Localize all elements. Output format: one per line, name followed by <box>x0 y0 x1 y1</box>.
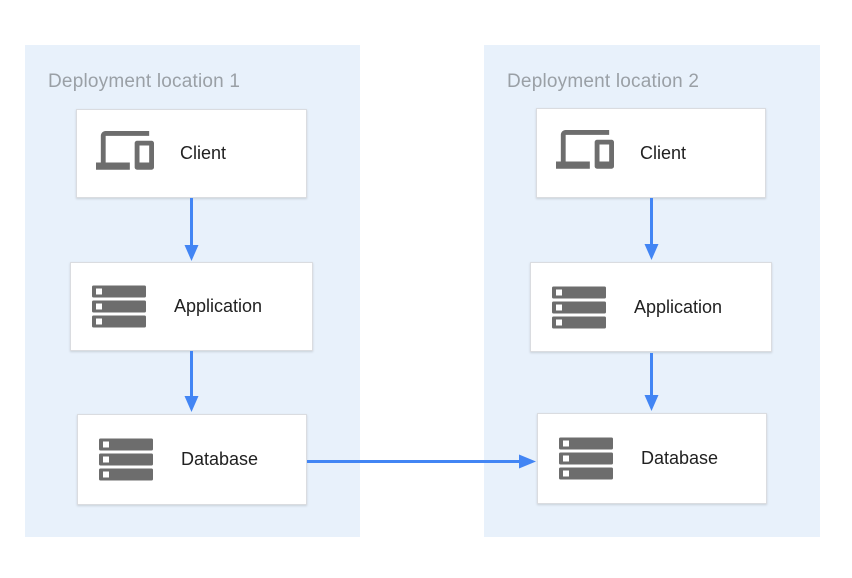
node-label: Client <box>640 142 687 163</box>
panel-title: Deployment location 2 <box>507 71 700 92</box>
node-database-2: Database <box>537 413 767 504</box>
server-stack-icon <box>97 438 155 481</box>
panel-deployment-location-2: Deployment location 2 Client A <box>484 45 820 537</box>
server-stack-icon <box>90 285 148 328</box>
node-application-1: Application <box>70 262 313 351</box>
panel-deployment-location-1: Deployment location 1 Client A <box>25 45 360 537</box>
devices-icon <box>96 130 154 177</box>
node-label: Application <box>174 296 263 316</box>
devices-icon <box>556 130 614 176</box>
node-label: Database <box>641 448 719 468</box>
server-stack-icon <box>550 286 608 329</box>
node-label: Application <box>634 296 723 317</box>
panel-title: Deployment location 1 <box>48 71 241 92</box>
server-stack-icon <box>557 437 615 480</box>
node-label: Client <box>180 143 227 163</box>
node-label: Database <box>181 449 259 469</box>
node-client-1: Client <box>76 109 307 198</box>
node-application-2: Application <box>530 262 772 352</box>
node-client-2: Client <box>536 108 766 198</box>
node-database-1: Database <box>77 414 307 505</box>
